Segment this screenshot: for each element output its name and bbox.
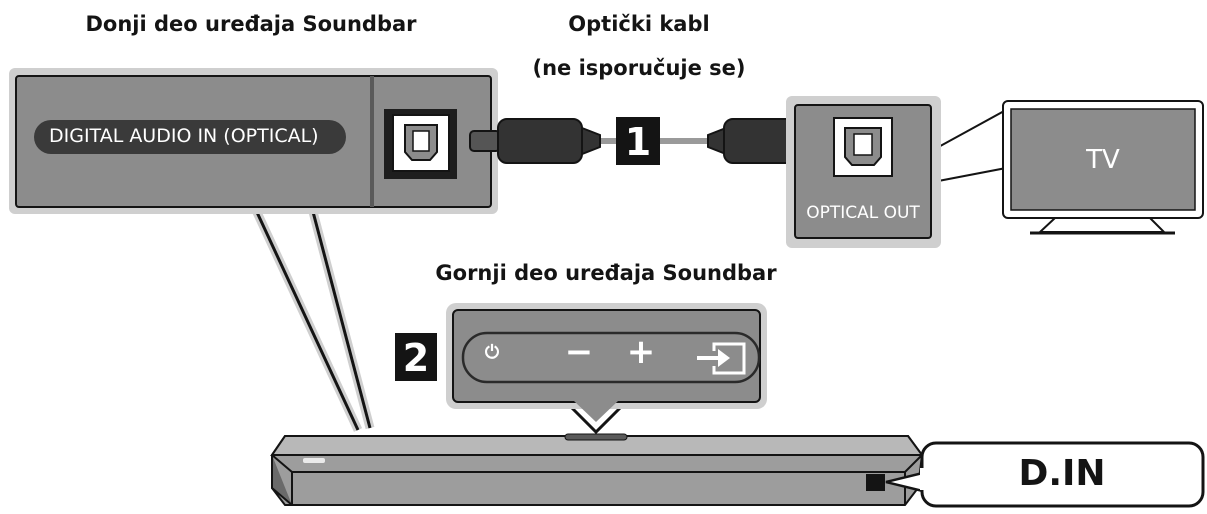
digital-audio-in-label: DIGITAL AUDIO IN (OPTICAL) bbox=[49, 125, 319, 147]
tv-icon bbox=[1002, 100, 1204, 235]
bottom-part-label: Donji deo uređaja Soundbar bbox=[85, 12, 417, 36]
cable-note-label: (ne isporučuje se) bbox=[532, 56, 746, 80]
bottom-callout-lines bbox=[250, 206, 375, 432]
soundbar-optical-port-icon bbox=[384, 109, 457, 179]
display-callout bbox=[885, 441, 1205, 508]
step-1-number: 1 bbox=[624, 120, 652, 164]
step-2-number: 2 bbox=[402, 336, 430, 380]
display-text: D.IN bbox=[1018, 453, 1106, 494]
soundbar bbox=[270, 433, 924, 506]
bottom-panel bbox=[9, 68, 498, 214]
top-panel-callout bbox=[446, 303, 767, 435]
tv-optical-out-panel bbox=[786, 96, 1007, 248]
tv-optical-port-icon bbox=[833, 117, 893, 177]
minus-icon: − bbox=[564, 332, 594, 372]
plus-icon: + bbox=[626, 332, 656, 372]
cable-left-plug-icon bbox=[469, 118, 601, 164]
power-icon: ⏻ bbox=[484, 342, 500, 363]
step-1-badge bbox=[616, 117, 660, 165]
input-source-icon bbox=[696, 342, 746, 375]
step-2-badge bbox=[395, 333, 437, 381]
cable-name-label: Optički kabl bbox=[568, 12, 710, 36]
tv-label: TV bbox=[1086, 145, 1120, 175]
optical-out-label: OPTICAL OUT bbox=[806, 203, 920, 223]
top-part-label: Gornji deo uređaja Soundbar bbox=[435, 261, 777, 285]
